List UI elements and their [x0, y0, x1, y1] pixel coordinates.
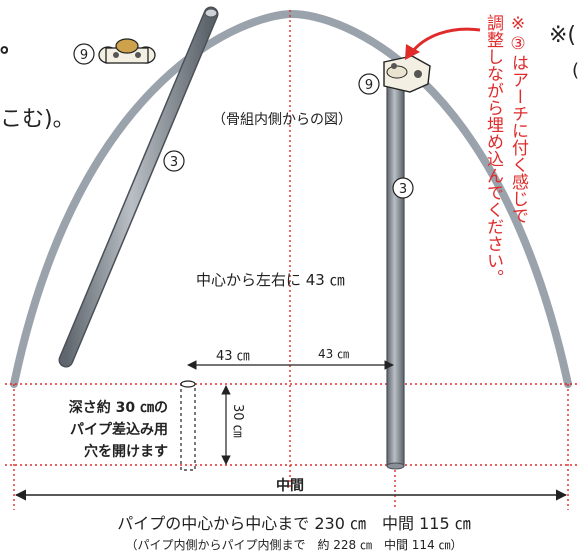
hole-note-line2: パイプ差込み用 — [70, 421, 168, 438]
clip-number-label-2: 9 — [365, 78, 373, 93]
vertical-pipe — [386, 75, 405, 470]
middle-label: 中間 — [276, 477, 304, 494]
clip-number-label: 9 — [80, 48, 88, 63]
red-guide-lines — [5, 10, 580, 510]
offset-dimension: 43 ㎝ 43 ㎝ — [187, 347, 394, 370]
right-offset-label: 43 ㎝ — [318, 347, 349, 361]
part-number-labels: 9 9 3 3 — [73, 43, 414, 199]
fragment-top-right: ※( — [549, 23, 576, 48]
span-dimension: 中間 — [14, 477, 568, 501]
adjustment-note-line2: 調整しながら埋め込んでください。 — [483, 14, 504, 286]
left-offset-label: 43 ㎝ — [216, 349, 250, 364]
center-offset-note: 中心から左右に 43 ㎝ — [196, 271, 345, 289]
fragment-dot: 。 — [0, 33, 22, 58]
leaning-pipe — [58, 6, 219, 368]
fragment-paren: ( — [572, 60, 579, 81]
span-sub-caption: （パイプ内側からパイプ内側まで 約 228 ㎝ 中間 114 ㎝） — [125, 537, 462, 552]
pipe-number-label-2: 3 — [399, 182, 407, 197]
pipe-number-label: 3 — [170, 155, 178, 170]
adjustment-note-line1: ※③はアーチに付く感じで — [508, 14, 529, 224]
depth-dimension: 30 ㎝ — [221, 385, 245, 465]
arch-pipe — [10, 9, 572, 388]
loose-clip-part — [98, 38, 156, 64]
view-caption: （骨組内側からの図） — [212, 112, 352, 128]
depth-label: 30 ㎝ — [230, 404, 245, 438]
pipe-hole — [180, 380, 196, 471]
hole-note-line1: 深さ約 30 ㎝の — [69, 399, 168, 416]
hole-note: 深さ約 30 ㎝の パイプ差込み用 穴を開けます — [69, 399, 168, 460]
red-arrow-head — [405, 44, 420, 60]
clip-fitting — [383, 55, 431, 93]
adjustment-note: ※③はアーチに付く感じで 調整しながら埋め込んでください。 — [483, 14, 529, 286]
fragment-text: こむ)。 — [0, 107, 75, 132]
span-caption: パイプの中心から中心まで 230 ㎝ 中間 115 ㎝ — [117, 514, 470, 533]
red-pointer-arrow — [410, 27, 481, 53]
hole-note-line3: 穴を開けます — [84, 443, 168, 460]
